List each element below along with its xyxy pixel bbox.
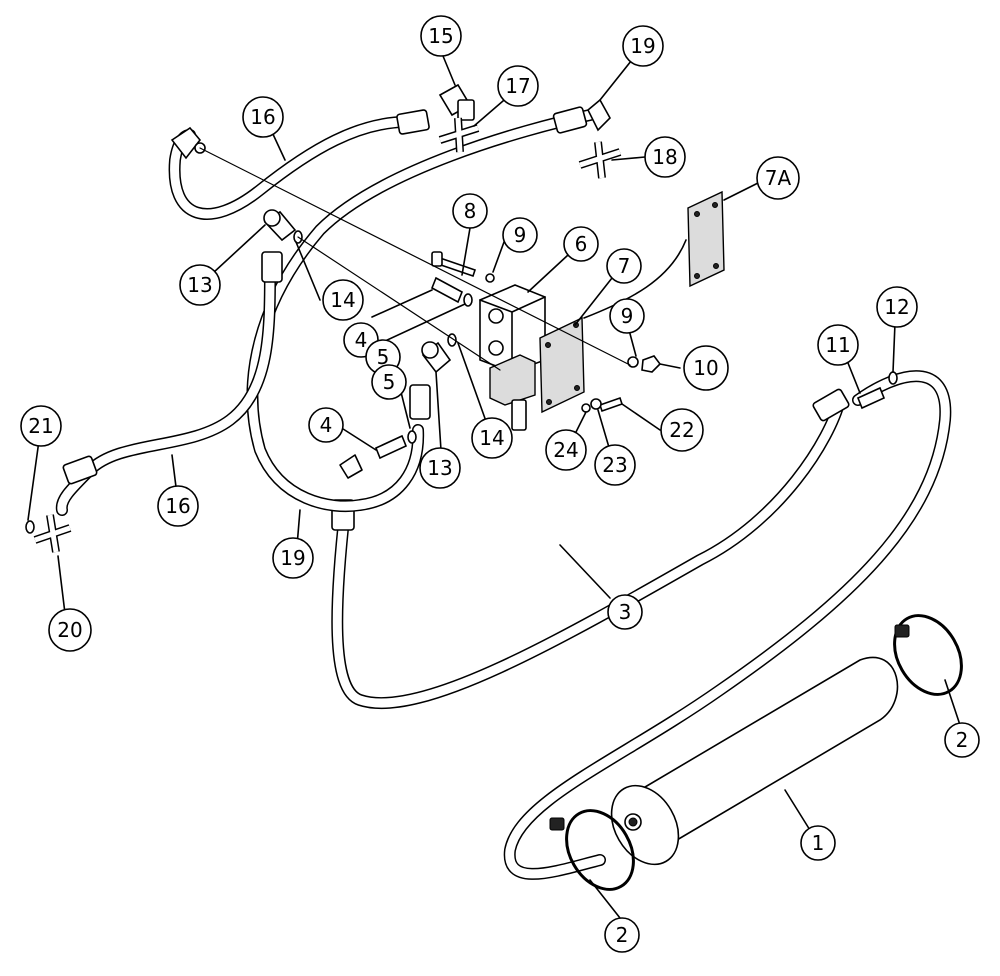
hose-3-return xyxy=(503,370,952,880)
callout-13-upper: 13 xyxy=(179,264,221,306)
callout-21: 21 xyxy=(20,405,62,447)
tee-18 xyxy=(578,141,622,179)
callout-15: 15 xyxy=(420,15,462,57)
hose-clamp-left xyxy=(549,809,635,891)
svg-text:13: 13 xyxy=(187,273,212,297)
callout-10: 10 xyxy=(683,345,729,391)
callout-16-upper: 16 xyxy=(242,96,284,138)
callout-1: 1 xyxy=(800,825,836,861)
svg-text:14: 14 xyxy=(330,288,355,312)
svg-text:16: 16 xyxy=(250,105,275,129)
accumulator-cylinder xyxy=(610,656,899,866)
o-ring-21 xyxy=(25,520,35,534)
hose-16-lower xyxy=(55,251,283,516)
svg-text:12: 12 xyxy=(884,295,909,319)
svg-text:23: 23 xyxy=(602,453,627,477)
washer-9-upper xyxy=(485,273,495,283)
svg-text:9: 9 xyxy=(621,304,634,328)
nut-10 xyxy=(641,355,662,373)
tee-17 xyxy=(438,117,480,153)
callout-6: 6 xyxy=(563,226,599,262)
svg-text:24: 24 xyxy=(553,438,578,462)
washer-24 xyxy=(581,403,591,413)
elbow-13-upper xyxy=(263,209,297,242)
svg-text:8: 8 xyxy=(464,199,477,223)
callout-4-lower: 4 xyxy=(308,407,344,443)
plate-7a xyxy=(687,190,725,288)
svg-text:2: 2 xyxy=(616,923,629,947)
callout-18: 18 xyxy=(644,136,686,178)
callout-24: 24 xyxy=(545,429,587,471)
svg-text:10: 10 xyxy=(693,356,718,380)
valve-block xyxy=(479,284,546,431)
svg-text:15: 15 xyxy=(428,24,453,48)
callout-12: 12 xyxy=(876,286,918,328)
svg-text:5: 5 xyxy=(377,345,390,369)
callout-11: 11 xyxy=(817,324,859,366)
fitting-11 xyxy=(856,386,886,410)
o-ring-12 xyxy=(888,371,898,385)
callout-17: 17 xyxy=(497,65,539,107)
o-ring-5-lower xyxy=(407,430,417,444)
hose-3 xyxy=(331,388,850,710)
svg-text:7: 7 xyxy=(618,254,631,278)
elbow-15 xyxy=(438,83,475,121)
svg-text:5: 5 xyxy=(383,370,396,394)
plate-link-line xyxy=(583,239,687,319)
svg-text:6: 6 xyxy=(575,232,588,256)
svg-text:2: 2 xyxy=(956,728,969,752)
callout-20: 20 xyxy=(48,608,92,652)
fitting-4-lower xyxy=(374,434,408,460)
svg-text:13: 13 xyxy=(427,456,452,480)
elbow-13-lower xyxy=(421,341,452,374)
svg-text:7A: 7A xyxy=(765,166,792,190)
callout-9-upper: 9 xyxy=(502,217,538,253)
svg-text:4: 4 xyxy=(355,328,368,352)
callout-5-lower: 5 xyxy=(371,364,407,400)
screw-22 xyxy=(598,396,624,413)
svg-text:21: 21 xyxy=(28,414,53,438)
svg-text:11: 11 xyxy=(825,333,850,357)
washer-23 xyxy=(590,398,602,410)
callout-13-lower: 13 xyxy=(419,447,461,489)
leader-lines xyxy=(27,45,961,919)
svg-text:18: 18 xyxy=(652,145,677,169)
callout-9-lower: 9 xyxy=(609,298,645,334)
svg-text:19: 19 xyxy=(630,34,655,58)
callout-16-lower: 16 xyxy=(157,485,199,527)
callout-8: 8 xyxy=(452,193,488,229)
callout-2-bottom: 2 xyxy=(604,917,640,953)
callout-19-upper: 19 xyxy=(622,25,664,67)
o-ring-5-upper xyxy=(463,293,473,307)
svg-text:17: 17 xyxy=(505,74,530,98)
svg-text:20: 20 xyxy=(57,618,82,642)
bolt-8 xyxy=(431,251,477,278)
callout-14-lower: 14 xyxy=(471,417,513,459)
svg-text:4: 4 xyxy=(320,413,333,437)
callout-7a: 7A xyxy=(756,156,800,200)
svg-text:3: 3 xyxy=(619,600,632,624)
tee-20 xyxy=(33,514,72,553)
svg-text:1: 1 xyxy=(812,831,825,855)
svg-text:14: 14 xyxy=(479,426,504,450)
fitting-4-upper xyxy=(430,276,464,304)
callout-7: 7 xyxy=(606,248,642,284)
callout-2-right: 2 xyxy=(944,722,980,758)
plate-7 xyxy=(539,316,585,414)
hose-16-upper xyxy=(168,109,430,220)
callout-22: 22 xyxy=(660,408,704,452)
callout-3: 3 xyxy=(607,594,643,630)
washer-9-lower xyxy=(627,356,639,368)
callout-23: 23 xyxy=(594,444,636,486)
svg-text:22: 22 xyxy=(669,418,694,442)
svg-text:16: 16 xyxy=(165,494,190,518)
callout-14-upper: 14 xyxy=(322,279,364,321)
svg-text:9: 9 xyxy=(514,223,527,247)
svg-text:19: 19 xyxy=(280,546,305,570)
callout-19-lower: 19 xyxy=(272,537,314,579)
